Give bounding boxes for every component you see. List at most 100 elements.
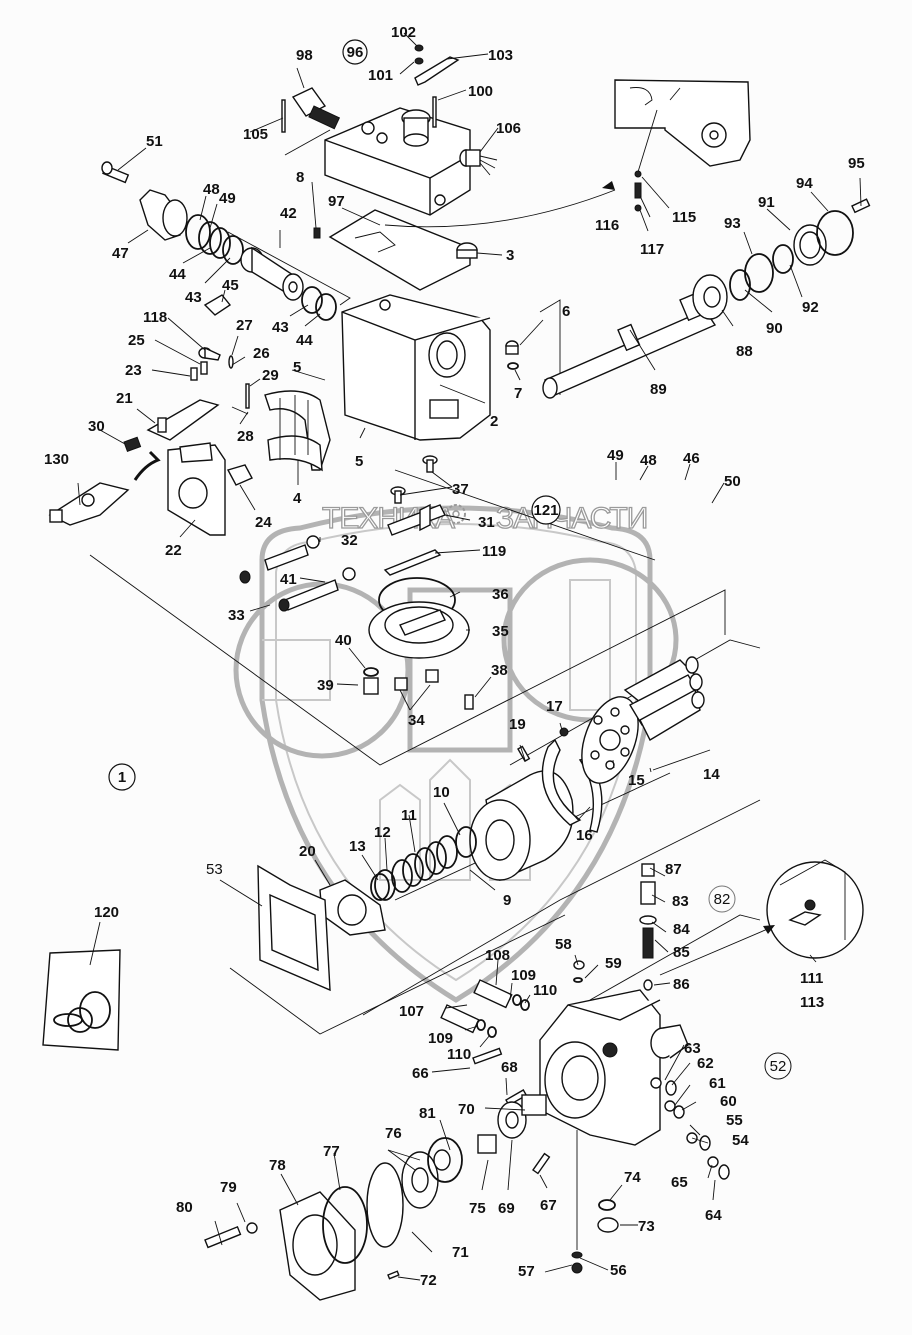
part-label-91[interactable]: 91 bbox=[758, 194, 775, 211]
part-label-4[interactable]: 4 bbox=[293, 490, 302, 507]
part-label-2[interactable]: 2 bbox=[490, 413, 498, 430]
part-label-101[interactable]: 101 bbox=[368, 67, 393, 84]
part-label-95[interactable]: 95 bbox=[848, 155, 865, 172]
part-label-5a[interactable]: 5 bbox=[293, 359, 301, 376]
part-label-43b[interactable]: 43 bbox=[272, 319, 289, 336]
part-label-49a[interactable]: 49 bbox=[219, 190, 236, 207]
part-label-44b[interactable]: 44 bbox=[296, 332, 313, 349]
part-label-31[interactable]: 31 bbox=[478, 514, 495, 531]
part-label-14[interactable]: 14 bbox=[703, 766, 720, 783]
part-label-17[interactable]: 17 bbox=[546, 698, 563, 715]
part-label-3[interactable]: 3 bbox=[506, 247, 514, 264]
part-label-102[interactable]: 102 bbox=[391, 24, 416, 41]
part-label-113[interactable]: 113 bbox=[800, 994, 824, 1011]
part-label-37[interactable]: 37 bbox=[452, 481, 469, 498]
part-label-110b[interactable]: 110 bbox=[447, 1046, 471, 1063]
part-label-67[interactable]: 67 bbox=[540, 1197, 557, 1214]
part-label-58[interactable]: 58 bbox=[555, 936, 572, 953]
part-label-106[interactable]: 106 bbox=[496, 120, 521, 137]
part-label-15[interactable]: 15 bbox=[628, 772, 645, 789]
part-label-36[interactable]: 36 bbox=[492, 586, 509, 603]
part-label-21[interactable]: 21 bbox=[116, 390, 133, 407]
part-label-56[interactable]: 56 bbox=[610, 1262, 627, 1279]
part-label-53[interactable]: 53 bbox=[206, 861, 223, 878]
part-label-80[interactable]: 80 bbox=[176, 1199, 193, 1216]
part-label-9[interactable]: 9 bbox=[503, 892, 511, 909]
part-label-45[interactable]: 45 bbox=[222, 277, 239, 294]
part-label-28[interactable]: 28 bbox=[237, 428, 254, 445]
part-label-20[interactable]: 20 bbox=[299, 843, 316, 860]
part-label-42[interactable]: 42 bbox=[280, 205, 297, 222]
part-label-44a[interactable]: 44 bbox=[169, 266, 186, 283]
part-label-86[interactable]: 86 bbox=[673, 976, 690, 993]
part-label-92[interactable]: 92 bbox=[802, 299, 819, 316]
part-label-13[interactable]: 13 bbox=[349, 838, 366, 855]
part-label-50[interactable]: 50 bbox=[724, 473, 741, 490]
part-label-64[interactable]: 64 bbox=[705, 1207, 722, 1224]
part-label-27[interactable]: 27 bbox=[236, 317, 253, 334]
part-label-11[interactable]: 11 bbox=[401, 807, 417, 824]
part-label-120[interactable]: 120 bbox=[94, 904, 119, 921]
part-label-109a[interactable]: 109 bbox=[511, 967, 536, 984]
part-label-111[interactable]: 111 bbox=[800, 970, 823, 987]
part-label-43a[interactable]: 43 bbox=[185, 289, 202, 306]
part-label-76[interactable]: 76 bbox=[385, 1125, 402, 1142]
part-label-130[interactable]: 130 bbox=[44, 451, 69, 468]
part-label-46[interactable]: 46 bbox=[683, 450, 700, 467]
part-label-55[interactable]: 55 bbox=[726, 1112, 743, 1129]
part-label-115[interactable]: 115 bbox=[672, 209, 696, 226]
part-label-6[interactable]: 6 bbox=[562, 303, 570, 320]
part-label-39[interactable]: 39 bbox=[317, 677, 334, 694]
part-label-54[interactable]: 54 bbox=[732, 1132, 749, 1149]
part-label-33[interactable]: 33 bbox=[228, 607, 245, 624]
part-label-119[interactable]: 119 bbox=[482, 543, 506, 560]
part-label-25[interactable]: 25 bbox=[128, 332, 145, 349]
part-label-88[interactable]: 88 bbox=[736, 343, 753, 360]
part-label-98[interactable]: 98 bbox=[296, 47, 313, 64]
part-label-110a[interactable]: 110 bbox=[533, 982, 557, 999]
part-label-69[interactable]: 69 bbox=[498, 1200, 515, 1217]
part-label-71[interactable]: 71 bbox=[452, 1244, 469, 1261]
part-label-85[interactable]: 85 bbox=[673, 944, 690, 961]
part-label-94[interactable]: 94 bbox=[796, 175, 813, 192]
part-label-97[interactable]: 97 bbox=[328, 193, 345, 210]
part-label-62[interactable]: 62 bbox=[697, 1055, 714, 1072]
part-label-22[interactable]: 22 bbox=[165, 542, 182, 559]
assembly-121-badge[interactable]: 121 bbox=[531, 495, 561, 525]
part-label-60[interactable]: 60 bbox=[720, 1093, 737, 1110]
part-label-89[interactable]: 89 bbox=[650, 381, 667, 398]
part-label-30[interactable]: 30 bbox=[88, 418, 105, 435]
part-label-78[interactable]: 78 bbox=[269, 1157, 286, 1174]
part-label-5b[interactable]: 5 bbox=[355, 453, 363, 470]
part-label-87[interactable]: 87 bbox=[665, 861, 682, 878]
assembly-96-badge[interactable]: 96 bbox=[342, 39, 368, 65]
part-label-34[interactable]: 34 bbox=[408, 712, 425, 729]
part-label-26[interactable]: 26 bbox=[253, 345, 270, 362]
part-label-49b[interactable]: 49 bbox=[607, 447, 624, 464]
part-label-38[interactable]: 38 bbox=[491, 662, 508, 679]
part-label-8[interactable]: 8 bbox=[296, 169, 304, 186]
part-label-105[interactable]: 105 bbox=[243, 126, 268, 143]
part-label-29[interactable]: 29 bbox=[262, 367, 279, 384]
part-label-100[interactable]: 100 bbox=[468, 83, 493, 100]
part-label-79[interactable]: 79 bbox=[220, 1179, 237, 1196]
part-label-70[interactable]: 70 bbox=[458, 1101, 475, 1118]
part-label-75[interactable]: 75 bbox=[469, 1200, 486, 1217]
part-label-40[interactable]: 40 bbox=[335, 632, 352, 649]
part-label-47[interactable]: 47 bbox=[112, 245, 129, 262]
part-label-77[interactable]: 77 bbox=[323, 1143, 340, 1160]
part-label-90[interactable]: 90 bbox=[766, 320, 783, 337]
part-label-48a[interactable]: 48 bbox=[203, 181, 220, 198]
part-label-109b[interactable]: 109 bbox=[428, 1030, 453, 1047]
part-label-7[interactable]: 7 bbox=[514, 385, 522, 402]
part-label-23[interactable]: 23 bbox=[125, 362, 142, 379]
part-label-103[interactable]: 103 bbox=[488, 47, 513, 64]
part-label-116[interactable]: 116 bbox=[595, 217, 619, 234]
part-label-68[interactable]: 68 bbox=[501, 1059, 518, 1076]
part-label-10[interactable]: 10 bbox=[433, 784, 450, 801]
part-label-59[interactable]: 59 bbox=[605, 955, 622, 972]
part-label-48b[interactable]: 48 bbox=[640, 452, 657, 469]
part-label-12[interactable]: 12 bbox=[374, 824, 391, 841]
part-label-83[interactable]: 83 bbox=[672, 893, 689, 910]
assembly-1-badge[interactable]: 1 bbox=[108, 763, 136, 791]
